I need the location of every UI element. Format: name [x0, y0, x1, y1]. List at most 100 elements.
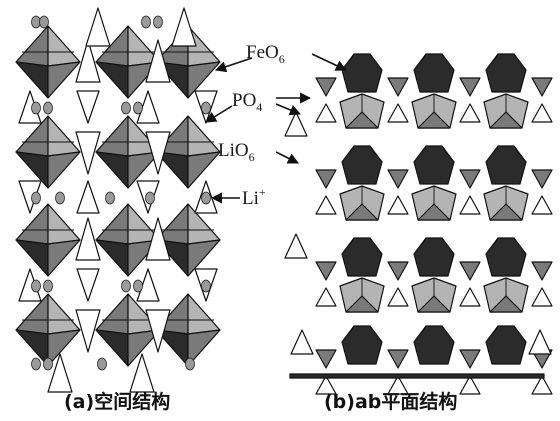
octahedron-facet	[95, 293, 129, 335]
label-li-ion: Li+	[210, 185, 266, 209]
po4-tetrahedron-small	[387, 261, 409, 281]
lio6-facet	[417, 111, 451, 129]
feo6-arrow-left	[214, 57, 253, 73]
li-atom	[185, 357, 195, 371]
po4-tetrahedron-small	[459, 349, 481, 369]
po4-arrow-right-2	[275, 103, 302, 116]
po4-tetrahedron	[387, 195, 409, 215]
li-atom	[43, 357, 53, 371]
octahedron-facet	[47, 151, 81, 189]
label-feo6: FeO6	[214, 42, 348, 73]
li-atom	[97, 357, 107, 371]
octahedron-facet	[127, 151, 161, 189]
po4-tetrahedron-small	[315, 349, 337, 369]
po4-tetrahedron-small	[387, 169, 409, 189]
lio6-arrow	[275, 151, 300, 164]
octahedron-facet	[47, 239, 81, 277]
po4-tetrahedron	[315, 195, 337, 215]
octahedron-facet	[47, 329, 81, 367]
feo6-octahedron	[485, 53, 527, 93]
svg-text:FeO6: FeO6	[246, 42, 285, 66]
po4-tetrahedron-small	[531, 261, 553, 281]
base-strip	[289, 373, 545, 379]
po4-tetrahedron	[315, 103, 337, 123]
li-atom	[31, 191, 41, 205]
svg-text:LiO6: LiO6	[218, 140, 255, 164]
panel-a-spatial-structure	[15, 7, 221, 393]
li-atom	[201, 279, 211, 293]
label-feo6-text: FeO	[246, 42, 279, 63]
lio6-facet	[345, 111, 379, 129]
octahedron-facet	[187, 61, 221, 99]
po4-tetrahedron	[75, 39, 101, 83]
po4-tetrahedron	[85, 7, 111, 47]
po4-tetrahedron	[171, 7, 197, 47]
li-atom	[31, 279, 41, 293]
feo6-octahedron	[485, 325, 527, 365]
label-lio6-subscript: 6	[249, 150, 255, 164]
po4-tetrahedron	[145, 217, 171, 261]
octahedron-facet	[47, 115, 81, 157]
caption-b: (b)ab平面结构	[324, 390, 457, 413]
panel-b-ab-plane-structure	[284, 53, 553, 395]
label-po4-subscript: 4	[256, 100, 262, 114]
label-lio6-text: LiO	[218, 140, 249, 161]
octahedron-facet	[187, 239, 221, 277]
po4-tetrahedron-small	[387, 77, 409, 97]
po4-tetrahedron	[284, 233, 308, 259]
po4-tetrahedron	[315, 375, 337, 395]
po4-tetrahedron	[531, 375, 553, 395]
octahedron-facet	[47, 203, 81, 245]
lio6-facet	[345, 295, 379, 313]
octahedron-facet	[15, 203, 49, 245]
octahedron-facet	[95, 115, 129, 157]
lio6-facet	[489, 111, 523, 129]
po4-tetrahedron	[145, 131, 171, 175]
li-atom	[43, 101, 53, 115]
li-atom	[105, 191, 115, 205]
octahedron-facet	[95, 239, 129, 277]
label-po4: PO4	[205, 90, 312, 123]
li-atom	[133, 279, 143, 293]
po4-tetrahedron	[145, 309, 171, 353]
li-atom	[31, 357, 41, 371]
po4-tetrahedron	[145, 39, 171, 83]
octahedron-facet	[47, 25, 81, 67]
octahedron-facet	[127, 329, 161, 367]
po4-tetrahedron	[459, 287, 481, 307]
po4-tetrahedron	[459, 375, 481, 395]
octahedron-facet	[15, 61, 49, 99]
lio6-facet	[417, 203, 451, 221]
li-atom	[153, 15, 163, 29]
po4-tetrahedron	[528, 329, 552, 355]
po4-tetrahedron	[290, 329, 314, 355]
po4-tetrahedron-small	[315, 77, 337, 97]
feo6-octahedron	[413, 325, 455, 365]
li-atom	[43, 279, 53, 293]
li-atom	[201, 191, 211, 205]
li-atom	[133, 101, 143, 115]
po4-tetrahedron	[76, 90, 100, 124]
po4-tetrahedron	[531, 195, 553, 215]
feo6-octahedron	[341, 325, 383, 365]
po4-tetrahedron-small	[531, 169, 553, 189]
label-lio6: LiO6	[218, 140, 300, 164]
li-atom	[145, 191, 155, 205]
octahedron-facet	[187, 115, 221, 157]
li-atom	[121, 279, 131, 293]
feo6-octahedron	[341, 237, 383, 277]
feo6-arrow-right	[311, 53, 348, 71]
po4-tetrahedron-small	[315, 261, 337, 281]
po4-tetrahedron	[387, 375, 409, 395]
label-li-text: Li	[242, 188, 259, 209]
po4-tetrahedron	[531, 103, 553, 123]
feo6-octahedron	[413, 237, 455, 277]
po4-tetrahedron	[284, 111, 308, 137]
octahedron-facet	[47, 293, 81, 335]
svg-text:PO4: PO4	[232, 90, 262, 114]
po4-tetrahedron	[47, 353, 73, 393]
po4-tetrahedron	[459, 195, 481, 215]
octahedron-facet	[187, 293, 221, 335]
po4-tetrahedron	[75, 217, 101, 261]
